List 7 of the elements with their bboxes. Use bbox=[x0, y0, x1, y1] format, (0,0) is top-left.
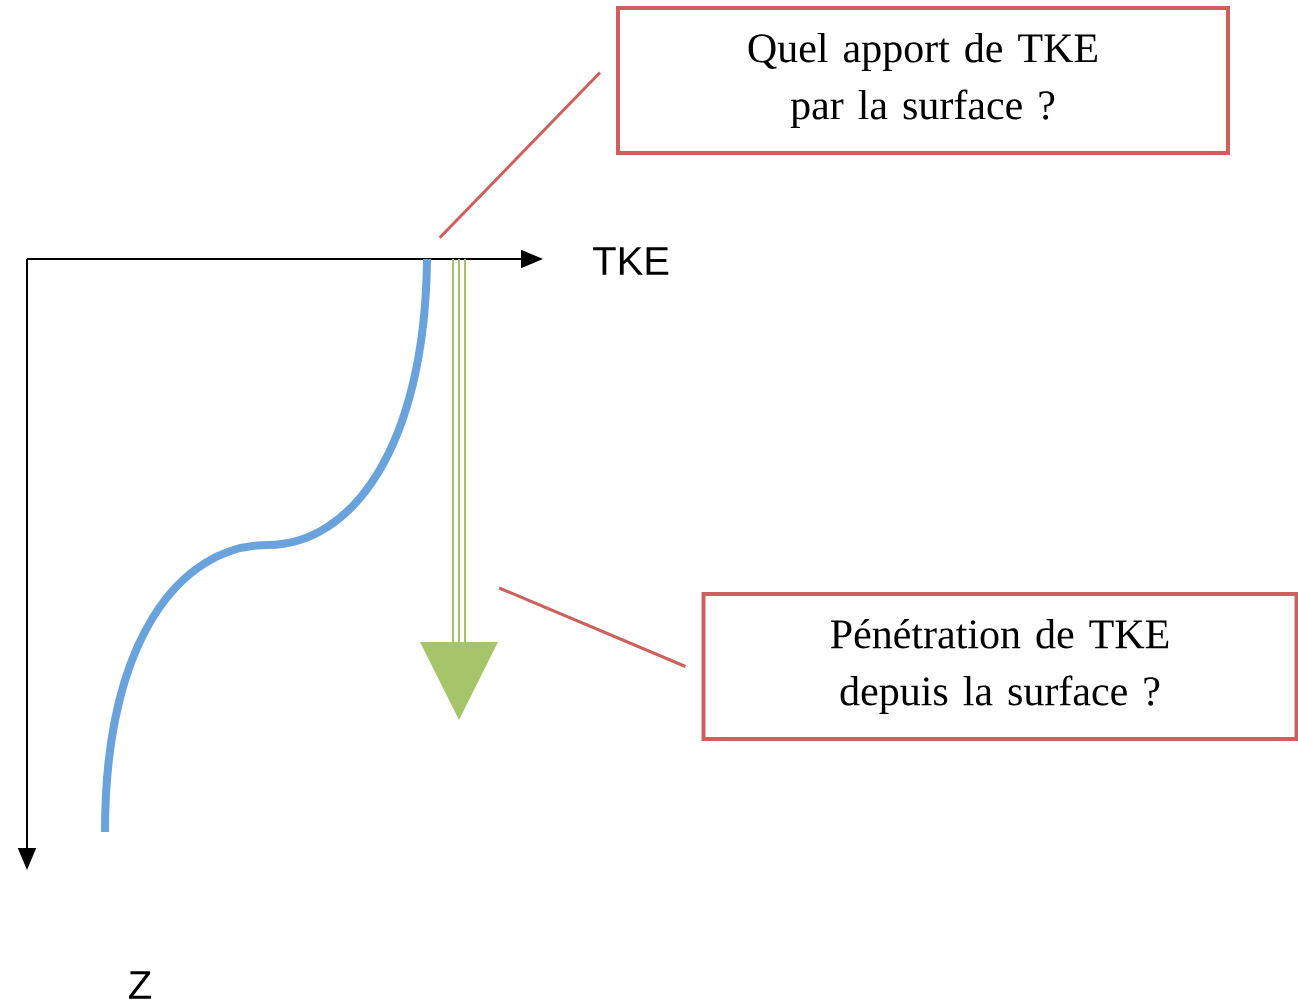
axis-label: Z bbox=[129, 971, 151, 999]
leader-line bbox=[498, 586, 687, 668]
leader-line bbox=[438, 71, 602, 239]
callout-box: Pénétration de TKE depuis la surface ? bbox=[701, 592, 1298, 741]
callout-box: Quel apport de TKE par la surface ? bbox=[616, 6, 1230, 155]
axis-label: TKE bbox=[593, 247, 669, 275]
down-arrow bbox=[420, 258, 498, 720]
